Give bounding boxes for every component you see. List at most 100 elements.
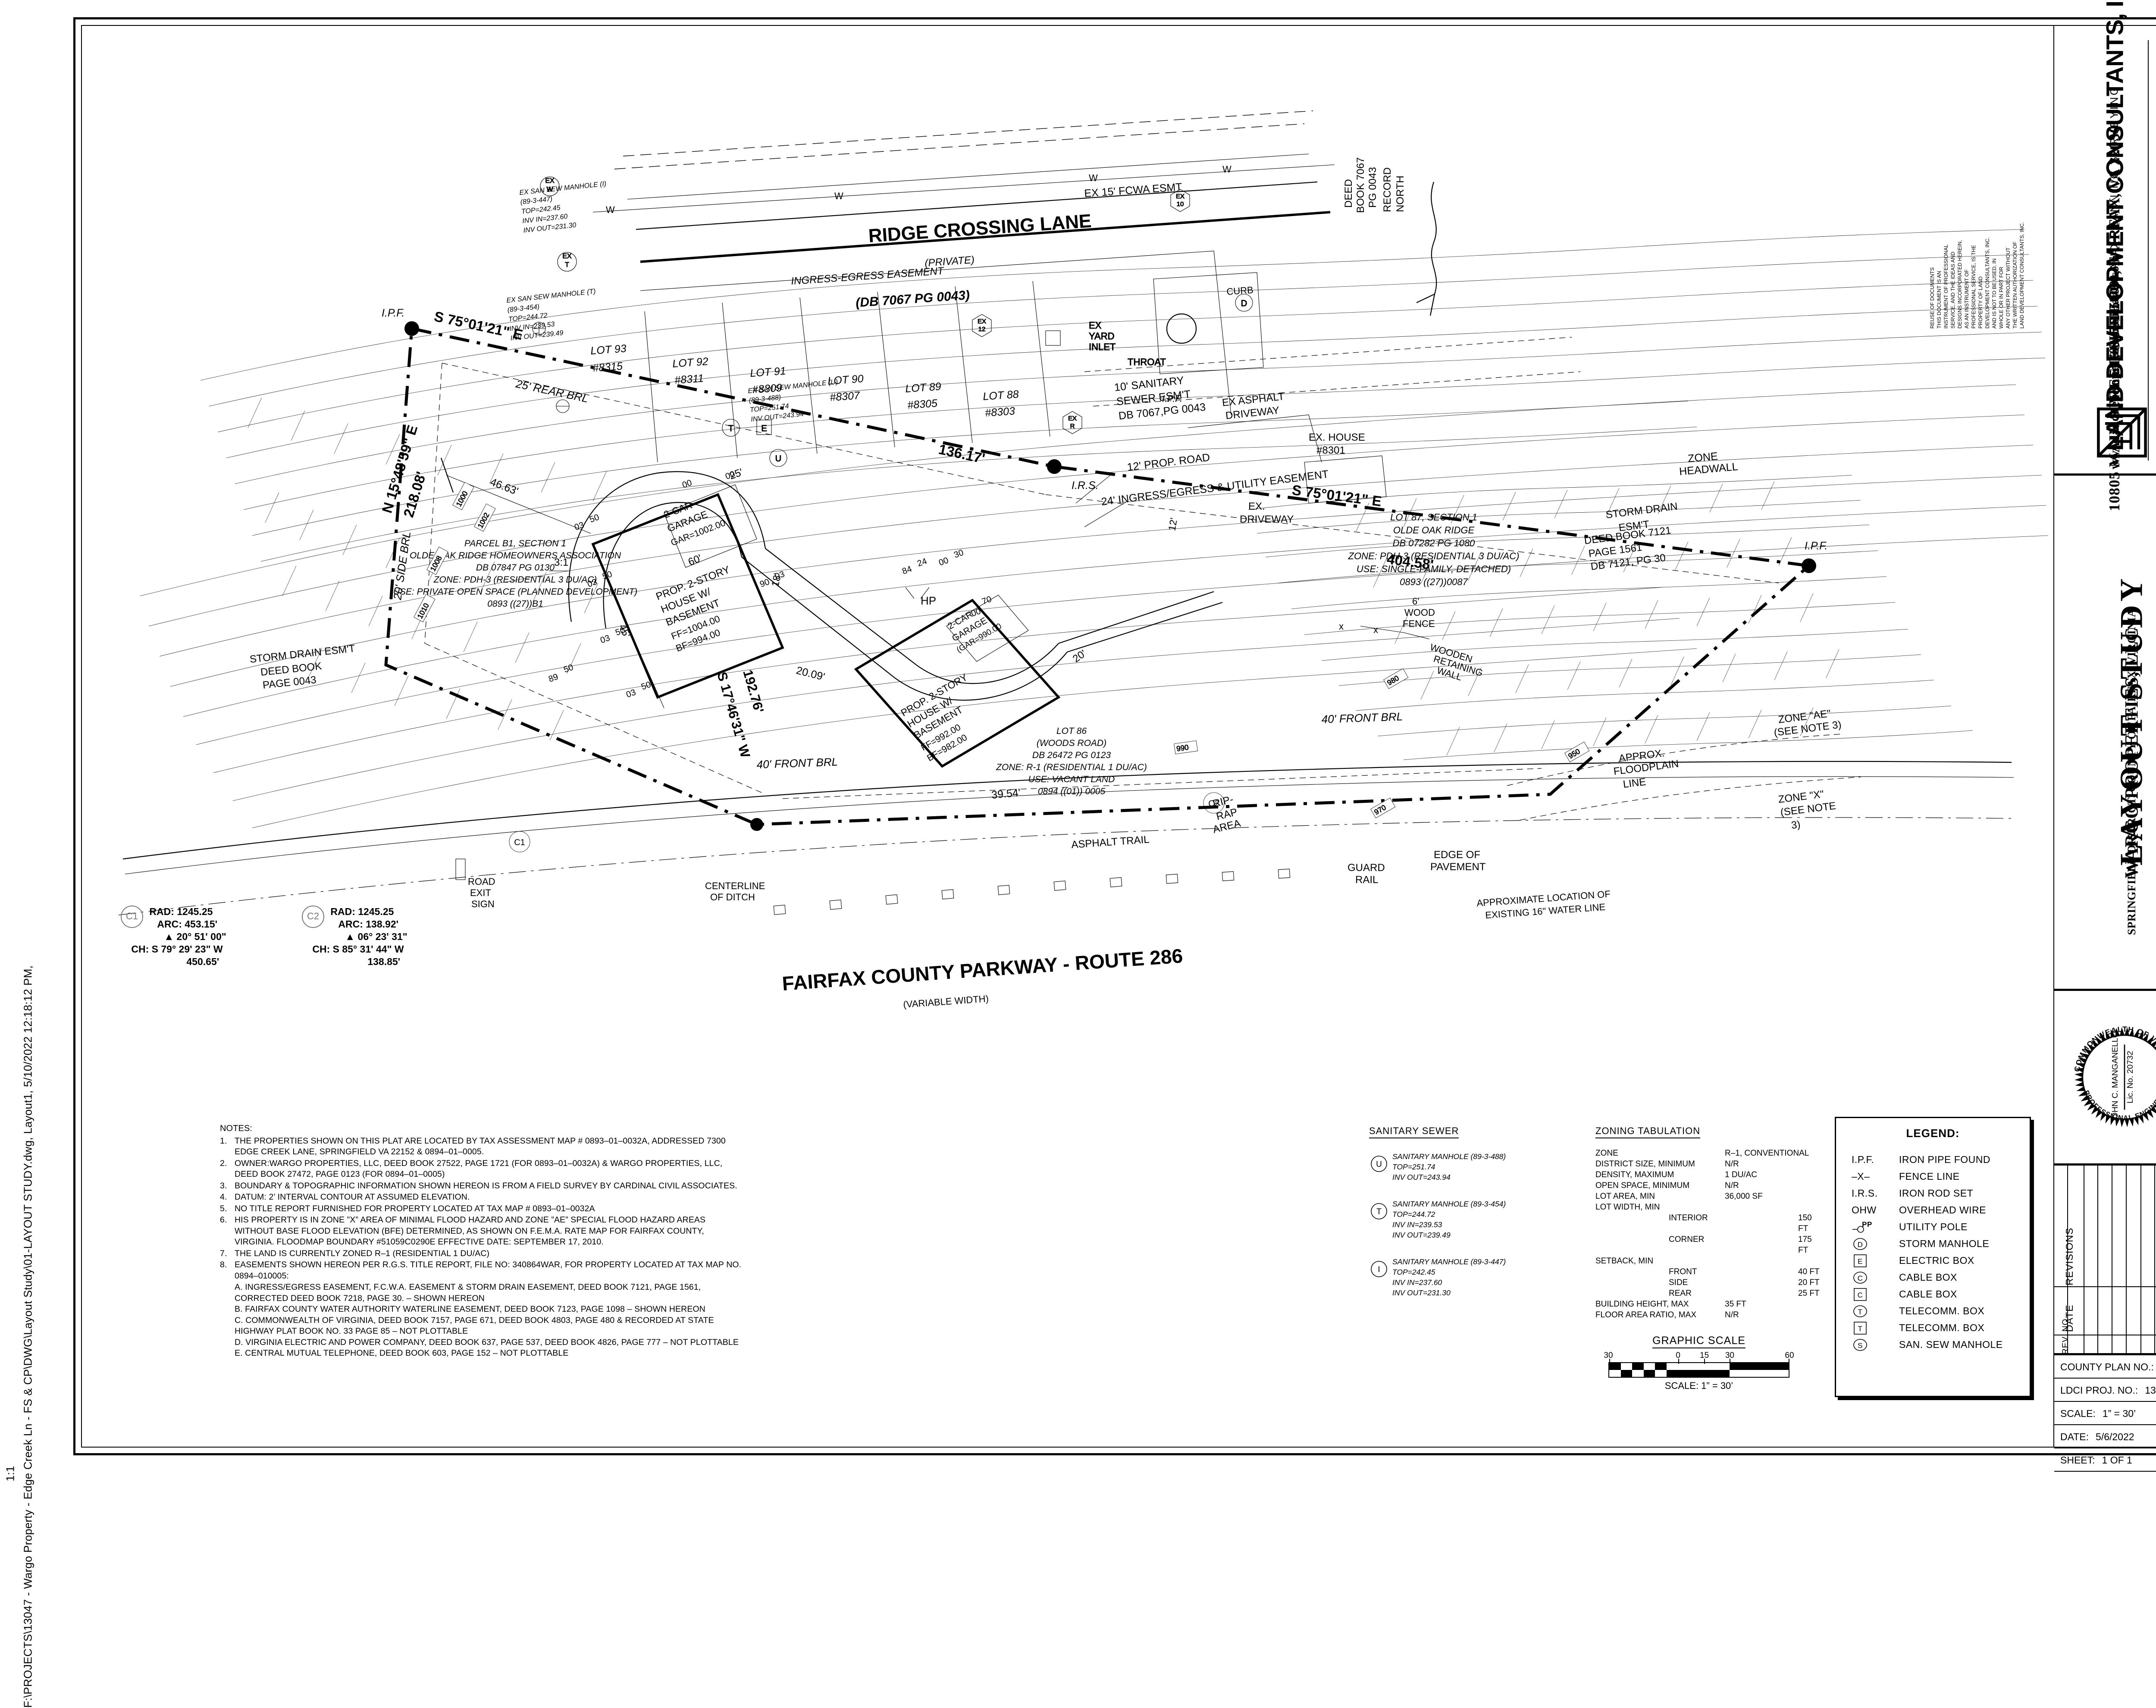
note-item: 5.NO TITLE REPORT FURNISHED FOR PROPERTY…	[220, 1203, 746, 1215]
svg-text:ROAD: ROAD	[468, 876, 495, 887]
manhole-line: INV OUT=231.30	[1392, 1288, 1506, 1298]
svg-text:EX: EX	[1176, 193, 1185, 200]
svg-text:6': 6'	[1412, 596, 1419, 607]
titleblock-info-row: COUNTY PLAN NO.:	[2054, 1355, 2156, 1379]
titleblock-info-row: LDCI PROJ. NO.:13047	[2054, 1379, 2156, 1402]
svg-text:I.P.F.: I.P.F.	[382, 307, 404, 319]
legend-abbrev: I.R.S.	[1852, 1188, 1899, 1199]
svg-text:STORM DRAIN: STORM DRAIN	[1605, 501, 1678, 521]
zoning-value	[1725, 1256, 1824, 1266]
svg-text:x: x	[1373, 624, 1378, 635]
svg-text:EX SAN SEW MANHOLE (T): EX SAN SEW MANHOLE (T)	[506, 288, 596, 304]
note-text: THE PROPERTIES SHOWN ON THIS PLAT ARE LO…	[235, 1136, 746, 1158]
svg-text:ANY OTHER PROJECT WITHOUT: ANY OTHER PROJECT WITHOUT	[2005, 247, 2011, 329]
title-block-sheet-title: LAYOUT STUDY WARGO PROPERTIES, LLC SPRIN…	[2054, 476, 2156, 991]
title-block-info: COUNTY PLAN NO.:LDCI PROJ. NO.:13047SCAL…	[2054, 1355, 2156, 1473]
svg-text:24: 24	[916, 556, 928, 568]
zoning-label: CORNER	[1595, 1234, 1798, 1256]
scale-tick-label: 30	[1604, 1351, 1613, 1360]
title-block-company: LAND DEVELOPMENT CONSULTANTS, INC. CIVIL…	[2054, 25, 2156, 476]
svg-text:DRIVEWAY: DRIVEWAY	[1240, 514, 1294, 525]
rev-no-header: REV. NO.	[2061, 1316, 2071, 1354]
svg-text:EX.: EX.	[1248, 501, 1265, 512]
scale-tick-mark	[1678, 1359, 1679, 1364]
svg-text:12' PROP. ROAD: 12' PROP. ROAD	[1126, 451, 1210, 473]
note-subitem: E. CENTRAL MUTUAL TELEPHONE, DEED BOOK 6…	[235, 1348, 746, 1359]
svg-text:LOT 92: LOT 92	[672, 355, 708, 370]
legend-row: I.P.F.IRON PIPE FOUND	[1836, 1151, 2030, 1168]
title-block-seal: COMMONWEALTH OF VIRGINIA PROFESSIONAL EN…	[2054, 991, 2156, 1166]
titleblock-info-row: SCALE:1” = 30’	[2054, 1402, 2156, 1425]
curve-chord: CH: S 85° 31' 44" W	[312, 943, 407, 956]
plot-ratio-stamp: 1:1	[4, 1387, 17, 1482]
svg-text:THIS DOCUMENT IS AN: THIS DOCUMENT IS AN	[1936, 271, 1942, 329]
legend-label: UTILITY POLE	[1899, 1221, 1968, 1233]
zoning-value: 175 FT	[1798, 1234, 1824, 1256]
svg-text:C2: C2	[1208, 799, 1219, 809]
svg-text:ZONE: PDH-3 (RESIDENTIAL 3 DU/: ZONE: PDH-3 (RESIDENTIAL 3 DU/AC)	[433, 575, 597, 585]
curve-data-table: C1 RAD: 1245.25 ARC: 453.15' ▲ 20° 51' 0…	[121, 906, 509, 968]
svg-text:LOT 89: LOT 89	[905, 380, 941, 395]
svg-text:EX 15' FCWA ESMT: EX 15' FCWA ESMT	[1084, 181, 1183, 200]
legend-label: TELECOMM. BOX	[1899, 1322, 1984, 1334]
titleblock-info-value: 1 OF 1	[2102, 1454, 2132, 1466]
svg-text:I.P.F.: I.P.F.	[1805, 540, 1827, 552]
svg-text:#8307: #8307	[829, 389, 860, 404]
svg-text:EXIT: EXIT	[470, 887, 491, 898]
svg-text:EX SAN SEW MANHOLE (I): EX SAN SEW MANHOLE (I)	[519, 180, 607, 197]
svg-text:(89-3-447): (89-3-447)	[520, 195, 553, 206]
titleblock-info-row: SHEET: 1 OF 1	[2054, 1448, 2156, 1472]
manhole-line: TOP=251.74	[1392, 1162, 1506, 1172]
legend-circle-icon: T	[1852, 1304, 1899, 1319]
scale-bar-segment	[1678, 1370, 1730, 1377]
note-number: 5.	[220, 1203, 235, 1215]
curve-delta: ▲ 06° 23' 31"	[330, 931, 407, 943]
title-block-revisions[interactable]: REVISIONS DATE REV. NO.	[2054, 1166, 2156, 1355]
svg-text:39.54': 39.54'	[991, 787, 1021, 801]
note-subitem: A. INGRESS/EGRESS EASEMENT, F.C.W.A. EAS…	[235, 1282, 746, 1304]
scale-bar-segment	[1609, 1363, 1621, 1370]
manhole-line: TOP=242.45	[1392, 1267, 1506, 1277]
scale-bar-segment	[1655, 1363, 1667, 1370]
note-number: 4.	[220, 1192, 235, 1203]
zoning-value: 20 FT	[1798, 1277, 1824, 1288]
svg-text:I.R.S.: I.R.S.	[1072, 479, 1099, 492]
note-text: OWNER:WARGO PROPERTIES, LLC, DEED BOOK 2…	[235, 1158, 746, 1180]
graphic-scale-ratio: SCALE: 1” = 30’	[1608, 1380, 1789, 1391]
legend-row: I.R.S.IRON ROD SET	[1836, 1185, 2030, 1202]
svg-text:W: W	[1089, 172, 1098, 183]
svg-text:DB 07282 PG 1080: DB 07282 PG 1080	[1393, 538, 1476, 548]
svg-text:EX: EX	[545, 177, 555, 185]
curve-tag: C2	[302, 906, 324, 928]
note-item: 3.BOUNDARY & TOPOGRAPHIC INFORMATION SHO…	[220, 1181, 746, 1192]
manhole-title: SANITARY MANHOLE (89-3-488)	[1392, 1151, 1506, 1162]
svg-text:NORTH: NORTH	[1395, 176, 1406, 212]
scale-bar-segment	[1632, 1363, 1644, 1370]
svg-text:0893 ((27))B1: 0893 ((27))B1	[487, 599, 543, 609]
svg-text:#8311: #8311	[674, 372, 704, 386]
legend-label: OVERHEAD WIRE	[1899, 1204, 1986, 1216]
svg-text:DB 26472 PG 0123: DB 26472 PG 0123	[1032, 750, 1111, 760]
legend-abbrev: OHW	[1852, 1204, 1899, 1216]
zoning-value: N/R	[1725, 1310, 1824, 1320]
curve-radius: RAD: 1245.25	[149, 906, 226, 918]
svg-text:U: U	[775, 454, 781, 464]
scale-bar-segment	[1667, 1363, 1678, 1370]
svg-text:ZONE: R-1 (RESIDENTIAL 1 DU/AC: ZONE: R-1 (RESIDENTIAL 1 DU/AC)	[996, 762, 1147, 772]
svg-text:DESIGNS INCORPORATED HEREIN,: DESIGNS INCORPORATED HEREIN,	[1957, 240, 1963, 329]
svg-text:50: 50	[601, 569, 613, 581]
svg-text:50: 50	[562, 662, 574, 674]
svg-text:EDGE OF: EDGE OF	[1434, 849, 1480, 861]
svg-text:C: C	[1858, 1274, 1863, 1282]
titleblock-info-label: SHEET:	[2060, 1454, 2095, 1466]
curve-row: C2 RAD: 1245.25 ARC: 138.92' ▲ 06° 23' 3…	[302, 906, 483, 968]
svg-text:THROAT: THROAT	[1128, 357, 1166, 367]
